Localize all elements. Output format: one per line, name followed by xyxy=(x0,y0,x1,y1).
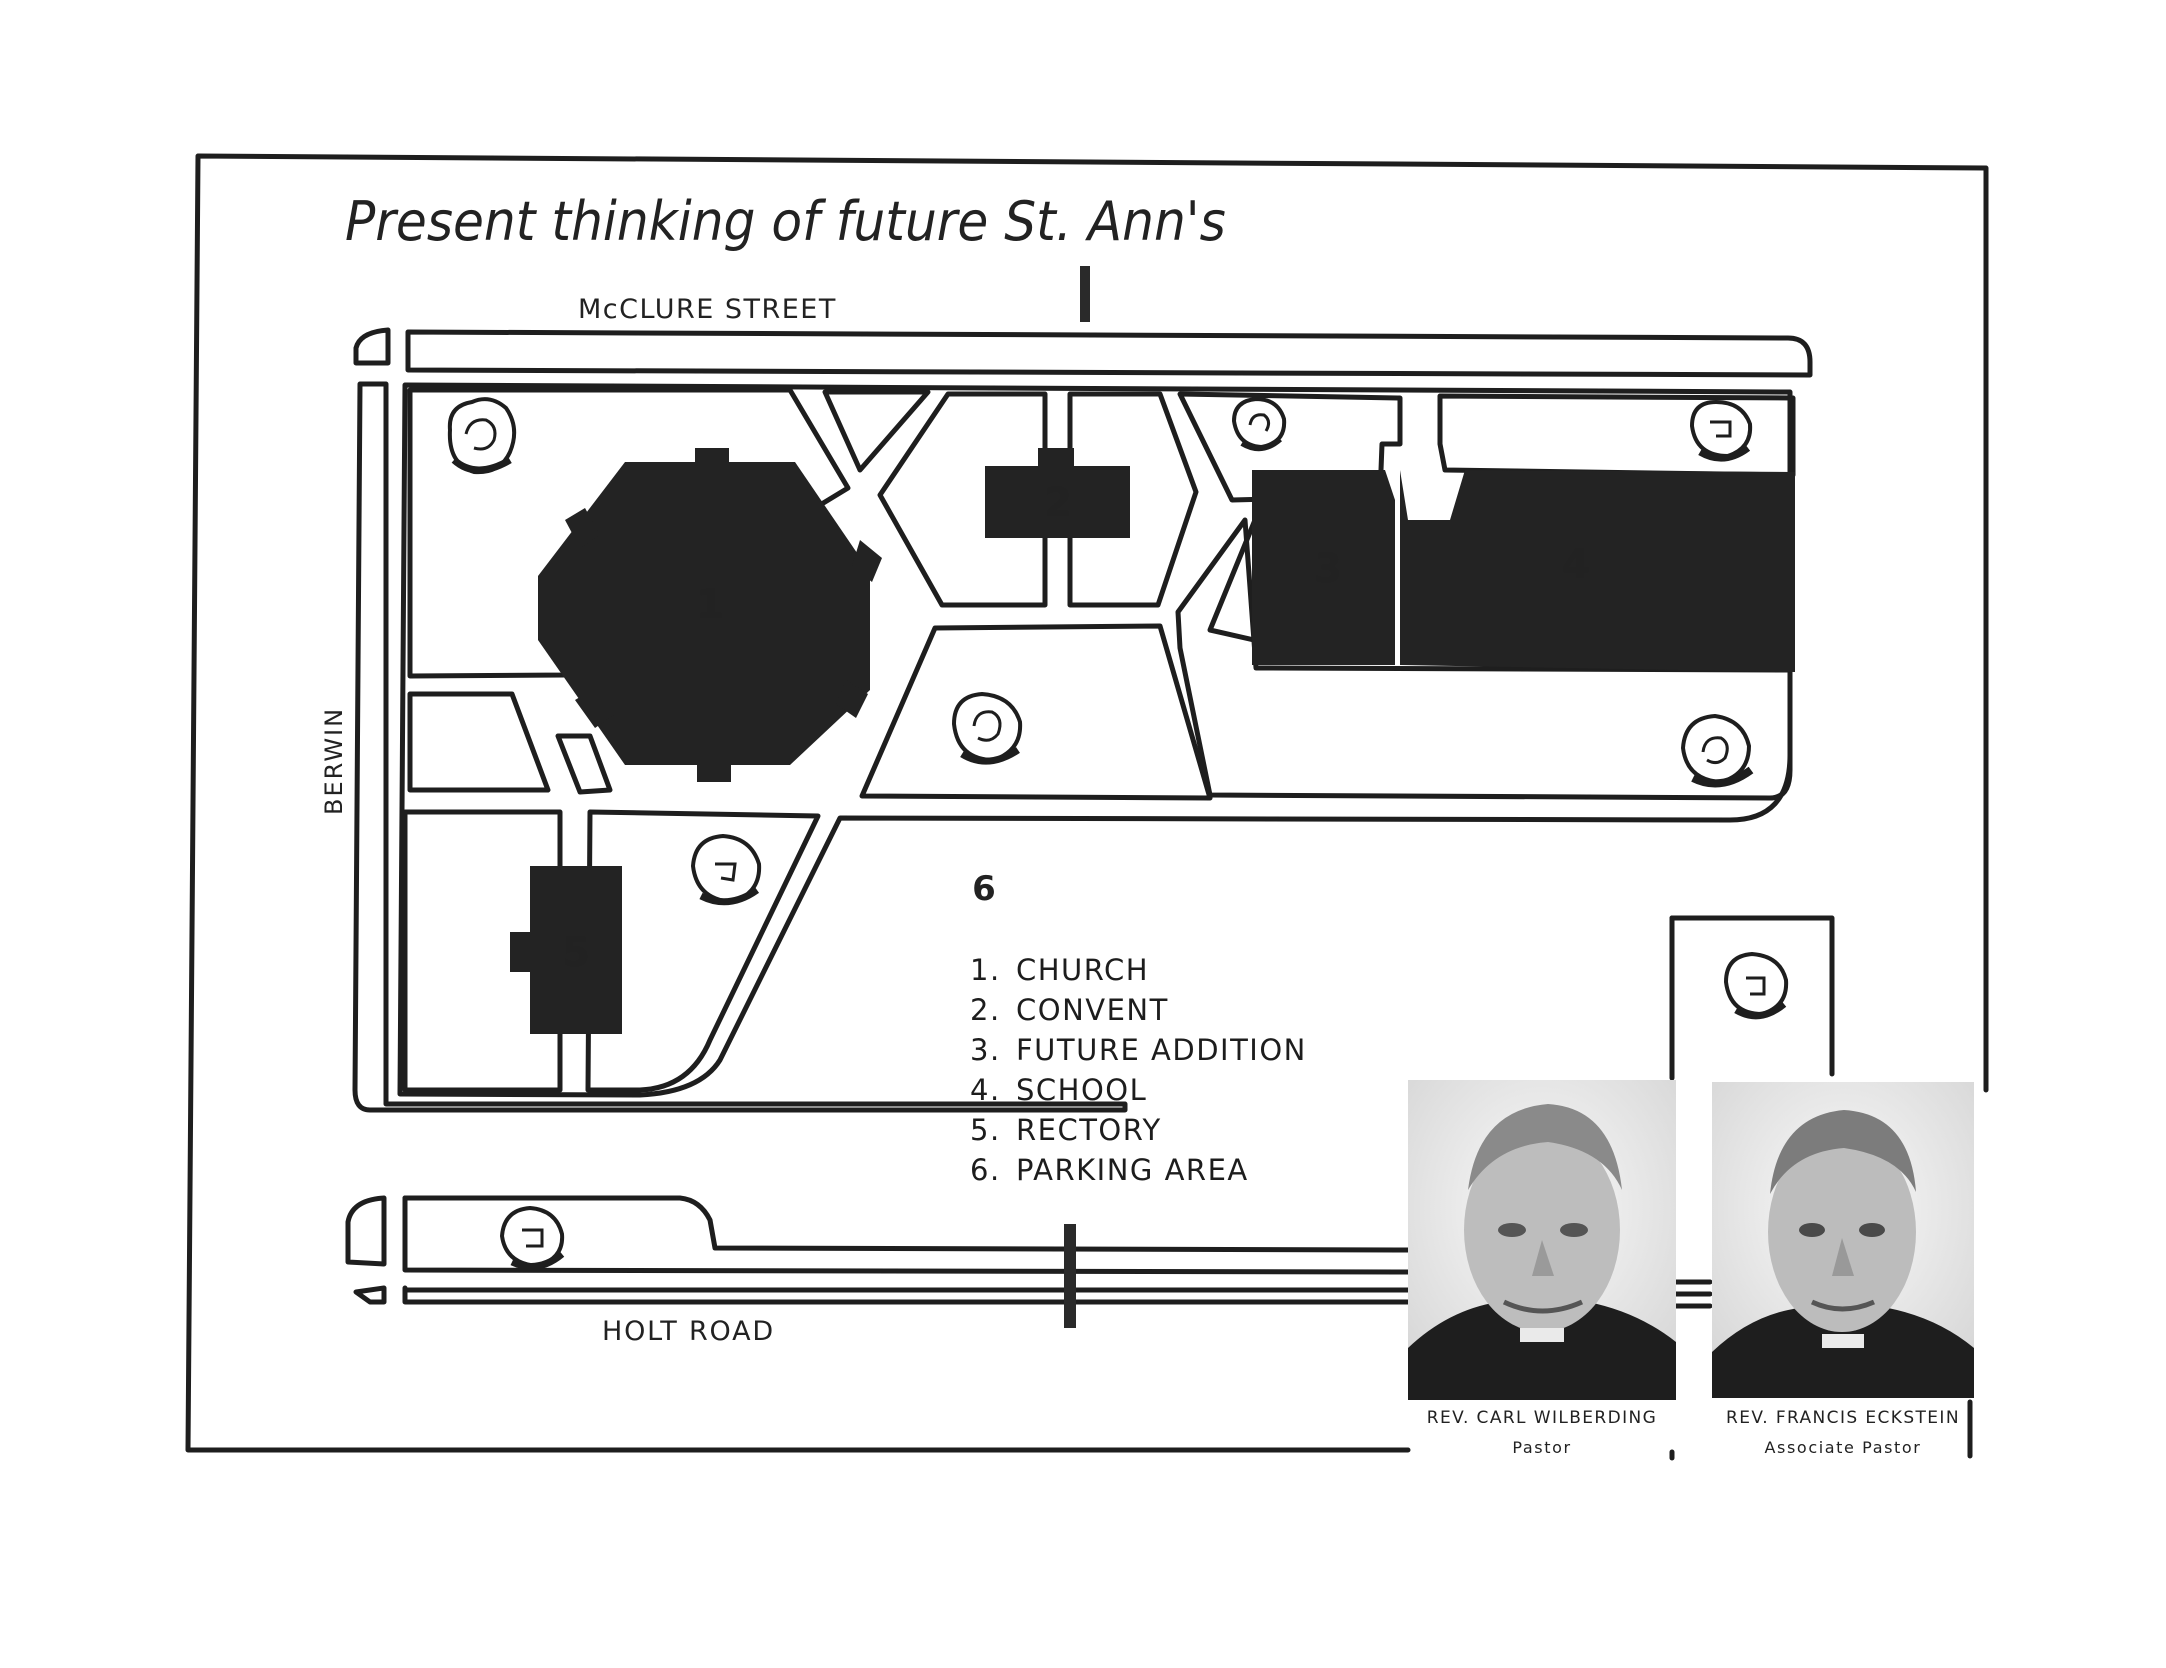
rectory-porch xyxy=(510,932,534,972)
church-west-wing xyxy=(565,508,600,548)
building-number-4: 4 xyxy=(1562,542,1590,588)
lot-west-chapel xyxy=(555,733,613,795)
building-number-2: 2 xyxy=(1044,480,1072,526)
caption-pastor: REV. CARL WILBERDING Pastor xyxy=(1408,1408,1676,1457)
holt-road-east-marks xyxy=(1673,1279,1713,1309)
nw-corner-island xyxy=(353,327,391,366)
building-future-addition xyxy=(1252,470,1395,665)
lot-central-south xyxy=(859,623,1213,801)
holt-west-island-small xyxy=(353,1285,387,1305)
page-title: Present thinking of future St. Ann's xyxy=(345,190,1226,253)
caption-associate-pastor: REV. FRANCIS ECKSTEIN Associate Pastor xyxy=(1700,1408,1986,1457)
street-label-mcclure: McCLURE STREET xyxy=(578,294,837,325)
staple-mark-top xyxy=(1080,266,1090,322)
page-border xyxy=(185,153,1989,1453)
tree-icon xyxy=(447,397,517,475)
street-label-berwin: BERWIN xyxy=(320,707,348,815)
convent-porch xyxy=(1038,448,1074,468)
building-rectory xyxy=(530,866,622,1034)
legend-item: 1.CHURCH xyxy=(970,953,1150,987)
tree-icon xyxy=(499,1205,565,1270)
church-sw-wing xyxy=(575,688,615,728)
associate-pastor-name: REV. FRANCIS ECKSTEIN xyxy=(1726,1408,1960,1428)
church-north-porch xyxy=(695,448,729,468)
church-se-wing xyxy=(836,680,868,718)
lot-ne-corner xyxy=(1177,391,1403,503)
tree-icon xyxy=(1680,713,1754,788)
building-legend: 1.CHURCH 2.CONVENT 3.FUTURE ADDITION 4.S… xyxy=(970,950,1307,1190)
tree-icon xyxy=(1689,399,1753,462)
pastor-name: REV. CARL WILBERDING xyxy=(1426,1408,1658,1428)
tree-icon xyxy=(1723,951,1789,1020)
legend-item: 6.PARKING AREA xyxy=(970,1153,1249,1187)
tree-icon xyxy=(690,833,762,906)
pastor-role: Pastor xyxy=(1512,1438,1572,1457)
street-label-holt: HOLT ROAD xyxy=(602,1316,775,1347)
lot-west-middle xyxy=(407,691,551,793)
building-number-6: 6 xyxy=(972,869,996,909)
lot-parking-strip xyxy=(585,809,821,1093)
building-number-1: 1 xyxy=(696,582,724,628)
building-convent xyxy=(985,466,1130,538)
lot-central-north xyxy=(1067,391,1199,608)
lot-north-triangle xyxy=(822,389,931,473)
legend-item: 3.FUTURE ADDITION xyxy=(970,1033,1307,1067)
building-school xyxy=(1400,470,1795,672)
holt-west-island xyxy=(345,1195,387,1267)
lot-far-east xyxy=(1669,915,1835,1077)
legend-item: 4.SCHOOL xyxy=(970,1073,1148,1107)
building-number-5: 5 xyxy=(562,930,590,976)
tree-icon xyxy=(1231,396,1287,452)
holt-road-north-curb xyxy=(402,1195,1411,1253)
legend-item: 2.CONVENT xyxy=(970,993,1169,1027)
lot-west-south xyxy=(402,809,563,1093)
church-east-wing xyxy=(852,540,882,582)
church-south-porch xyxy=(697,760,731,782)
portrait-associate-pastor xyxy=(1712,1082,1974,1398)
portrait-pastor xyxy=(1408,1080,1676,1400)
lot-convent-block xyxy=(877,391,1048,608)
legend-item: 5.RECTORY xyxy=(970,1113,1162,1147)
building-church xyxy=(538,462,870,765)
associate-pastor-role: Associate Pastor xyxy=(1764,1438,1922,1457)
staple-mark-bottom xyxy=(1064,1224,1076,1328)
building-number-3: 3 xyxy=(1314,546,1342,592)
mcclure-street-outline xyxy=(405,329,1813,378)
tree-icon xyxy=(951,691,1023,765)
berwin-street-outline xyxy=(352,381,1128,1113)
